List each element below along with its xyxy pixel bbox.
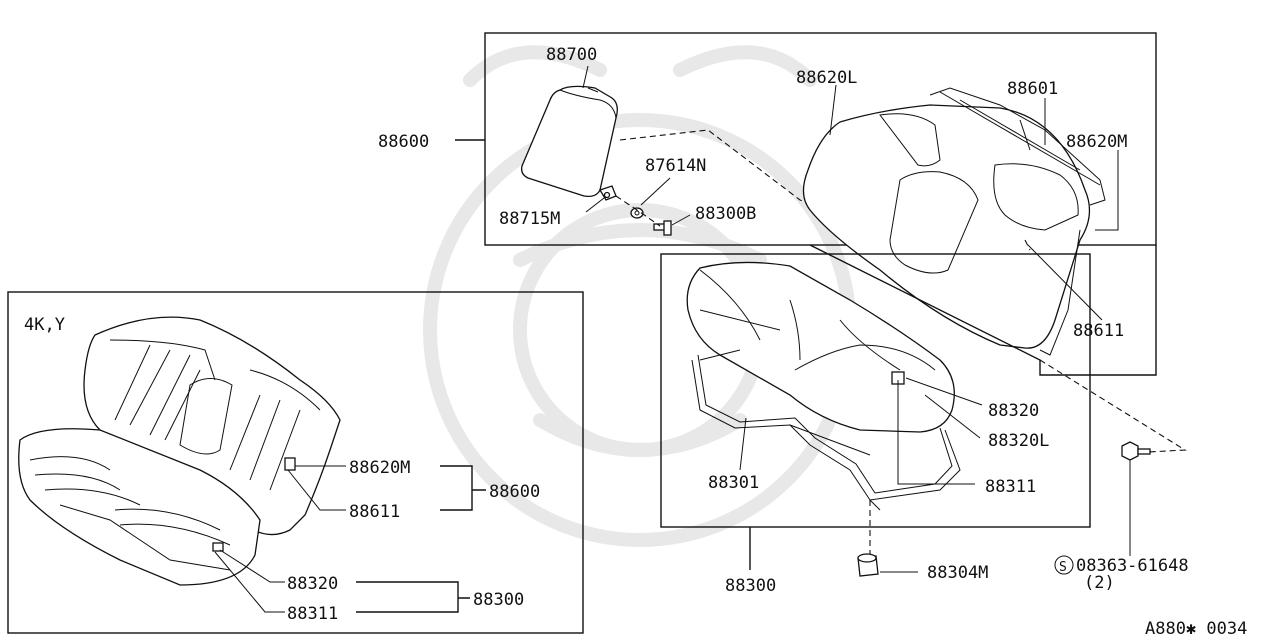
label-armrest: 88700 <box>546 45 597 65</box>
seat-back-group-box <box>484 32 1157 246</box>
variant-label: 4K,Y <box>24 315 65 335</box>
inset-label-cushion-assy: 88300 <box>473 590 524 610</box>
inset-seat-drawing <box>18 316 341 586</box>
label-fastener-qty: (2) <box>1084 573 1115 593</box>
figure-code: A880✱ 0034 <box>1145 619 1247 638</box>
inset-label-cushion-trim: 88320 <box>287 574 338 594</box>
bolt-drawing <box>653 220 672 236</box>
clip-drawing <box>857 553 879 577</box>
label-back-trim-left: 88620L <box>796 68 857 88</box>
variant-inset-box <box>7 291 584 634</box>
label-cushion-trim: 88320 <box>988 401 1039 421</box>
inset-label-back-hook: 88611 <box>349 502 400 522</box>
cushion-frame-drawing <box>691 349 961 511</box>
nut-drawing <box>630 207 644 219</box>
label-back-hook: 88611 <box>1073 321 1124 341</box>
inset-label-seat-back-assy: 88600 <box>489 482 540 502</box>
bracket-drawing <box>599 185 617 201</box>
inset-label-cushion-hook: 88311 <box>287 604 338 624</box>
label-cushion-trim-left: 88320L <box>988 431 1049 451</box>
label-seat-back-assy: 88600 <box>378 132 429 152</box>
label-cushion-frame: 88301 <box>708 473 759 493</box>
label-cushion-hook: 88311 <box>985 477 1036 497</box>
label-clip: 88304M <box>927 563 988 583</box>
armrest-drawing <box>520 85 618 198</box>
label-fastener: 08363-61648 <box>1076 556 1189 576</box>
fastener-bolt-drawing <box>1121 441 1151 461</box>
cushion-group-box <box>660 253 1091 528</box>
label-bolt: 88300B <box>695 204 756 224</box>
fastener-symbol: S <box>1059 560 1067 575</box>
cushion-drawing <box>686 261 955 433</box>
label-nut: 87614N <box>645 156 706 176</box>
label-cushion-assy: 88300 <box>725 576 776 596</box>
fastener-symbol-circle <box>1054 555 1074 575</box>
label-back-trim-center: 88620M <box>1066 132 1127 152</box>
inset-label-back-trim-center: 88620M <box>349 458 410 478</box>
label-back-frame: 88601 <box>1007 79 1058 99</box>
label-bracket: 88715M <box>499 209 560 229</box>
seat-back-drawing <box>802 87 1106 356</box>
